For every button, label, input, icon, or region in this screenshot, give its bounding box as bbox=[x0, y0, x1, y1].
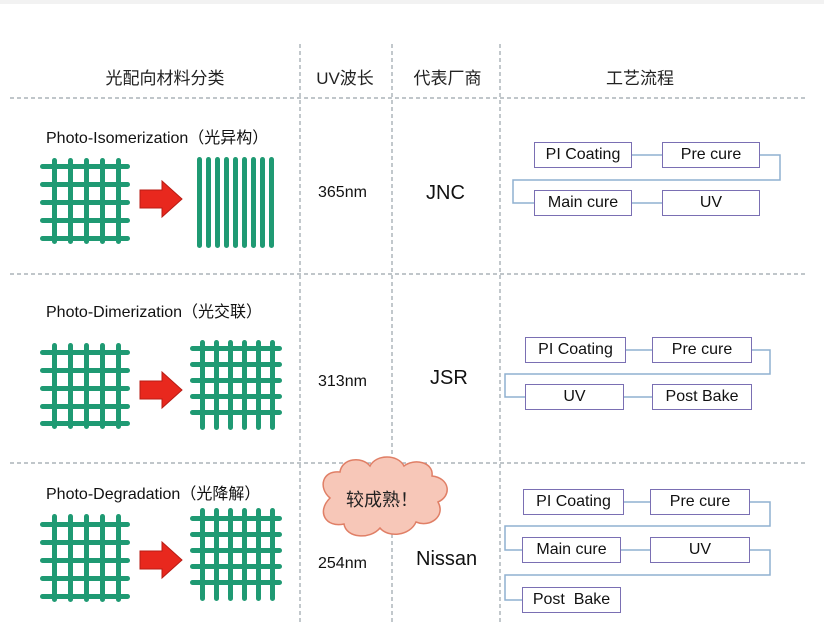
row2-step-pi-coating: PI Coating bbox=[525, 337, 626, 363]
row1-step-pre-cure: Pre cure bbox=[662, 142, 760, 168]
row2-step-post-bake: Post Bake bbox=[652, 384, 752, 410]
row2-title: Photo-Dimerization（光交联） bbox=[46, 304, 263, 321]
red-arrow-icon bbox=[139, 370, 183, 410]
row3-step-pre-cure: Pre cure bbox=[650, 489, 750, 515]
row2-flow-connectors bbox=[504, 349, 771, 398]
row2-vendor: JSR bbox=[430, 367, 468, 389]
cloud-callout-icon bbox=[322, 456, 448, 537]
row3-step-main-cure: Main cure bbox=[522, 537, 621, 563]
isomerization-grid-icon bbox=[40, 158, 130, 244]
header-process: 工艺流程 bbox=[606, 69, 674, 88]
row3-flow-connectors bbox=[504, 501, 771, 601]
row1-vendor: JNC bbox=[426, 182, 465, 204]
isomerized-bars-icon bbox=[197, 157, 274, 248]
row1-step-pi-coating: PI Coating bbox=[534, 142, 632, 168]
row3-step-uv: UV bbox=[650, 537, 750, 563]
row3-step-post-bake: Post Bake bbox=[522, 587, 621, 613]
row1-title: Photo-Isomerization（光异构） bbox=[46, 130, 269, 147]
header-vendor: 代表厂商 bbox=[413, 69, 482, 88]
degraded-grid-icon bbox=[190, 508, 282, 601]
degradation-grid-icon bbox=[40, 514, 130, 602]
row2-step-uv: UV bbox=[525, 384, 624, 410]
header-material-class: 光配向材料分类 bbox=[105, 69, 225, 88]
cloud-callout-text: 较成熟！ bbox=[346, 490, 418, 510]
row2-step-pre-cure: Pre cure bbox=[652, 337, 752, 363]
row1-flow-connectors bbox=[512, 154, 781, 204]
crosslinked-grid-icon bbox=[190, 340, 282, 430]
dimerization-grid-icon bbox=[40, 343, 130, 429]
row3-vendor: Nissan bbox=[416, 548, 478, 570]
row1-step-uv: UV bbox=[662, 190, 760, 216]
row3-title: Photo-Degradation（光降解） bbox=[46, 486, 261, 503]
row3-wavelength: 254nm bbox=[318, 555, 367, 572]
top-strip bbox=[0, 0, 824, 4]
row2-wavelength: 313nm bbox=[318, 373, 367, 390]
red-arrow-icon bbox=[139, 540, 183, 580]
red-arrow-icon bbox=[139, 179, 183, 219]
row3-step-pi-coating: PI Coating bbox=[523, 489, 624, 515]
table-gridlines bbox=[10, 44, 805, 622]
row1-step-main-cure: Main cure bbox=[534, 190, 632, 216]
row1-wavelength: 365nm bbox=[318, 184, 367, 201]
header-uv-wavelength: UV波长 bbox=[316, 69, 374, 88]
